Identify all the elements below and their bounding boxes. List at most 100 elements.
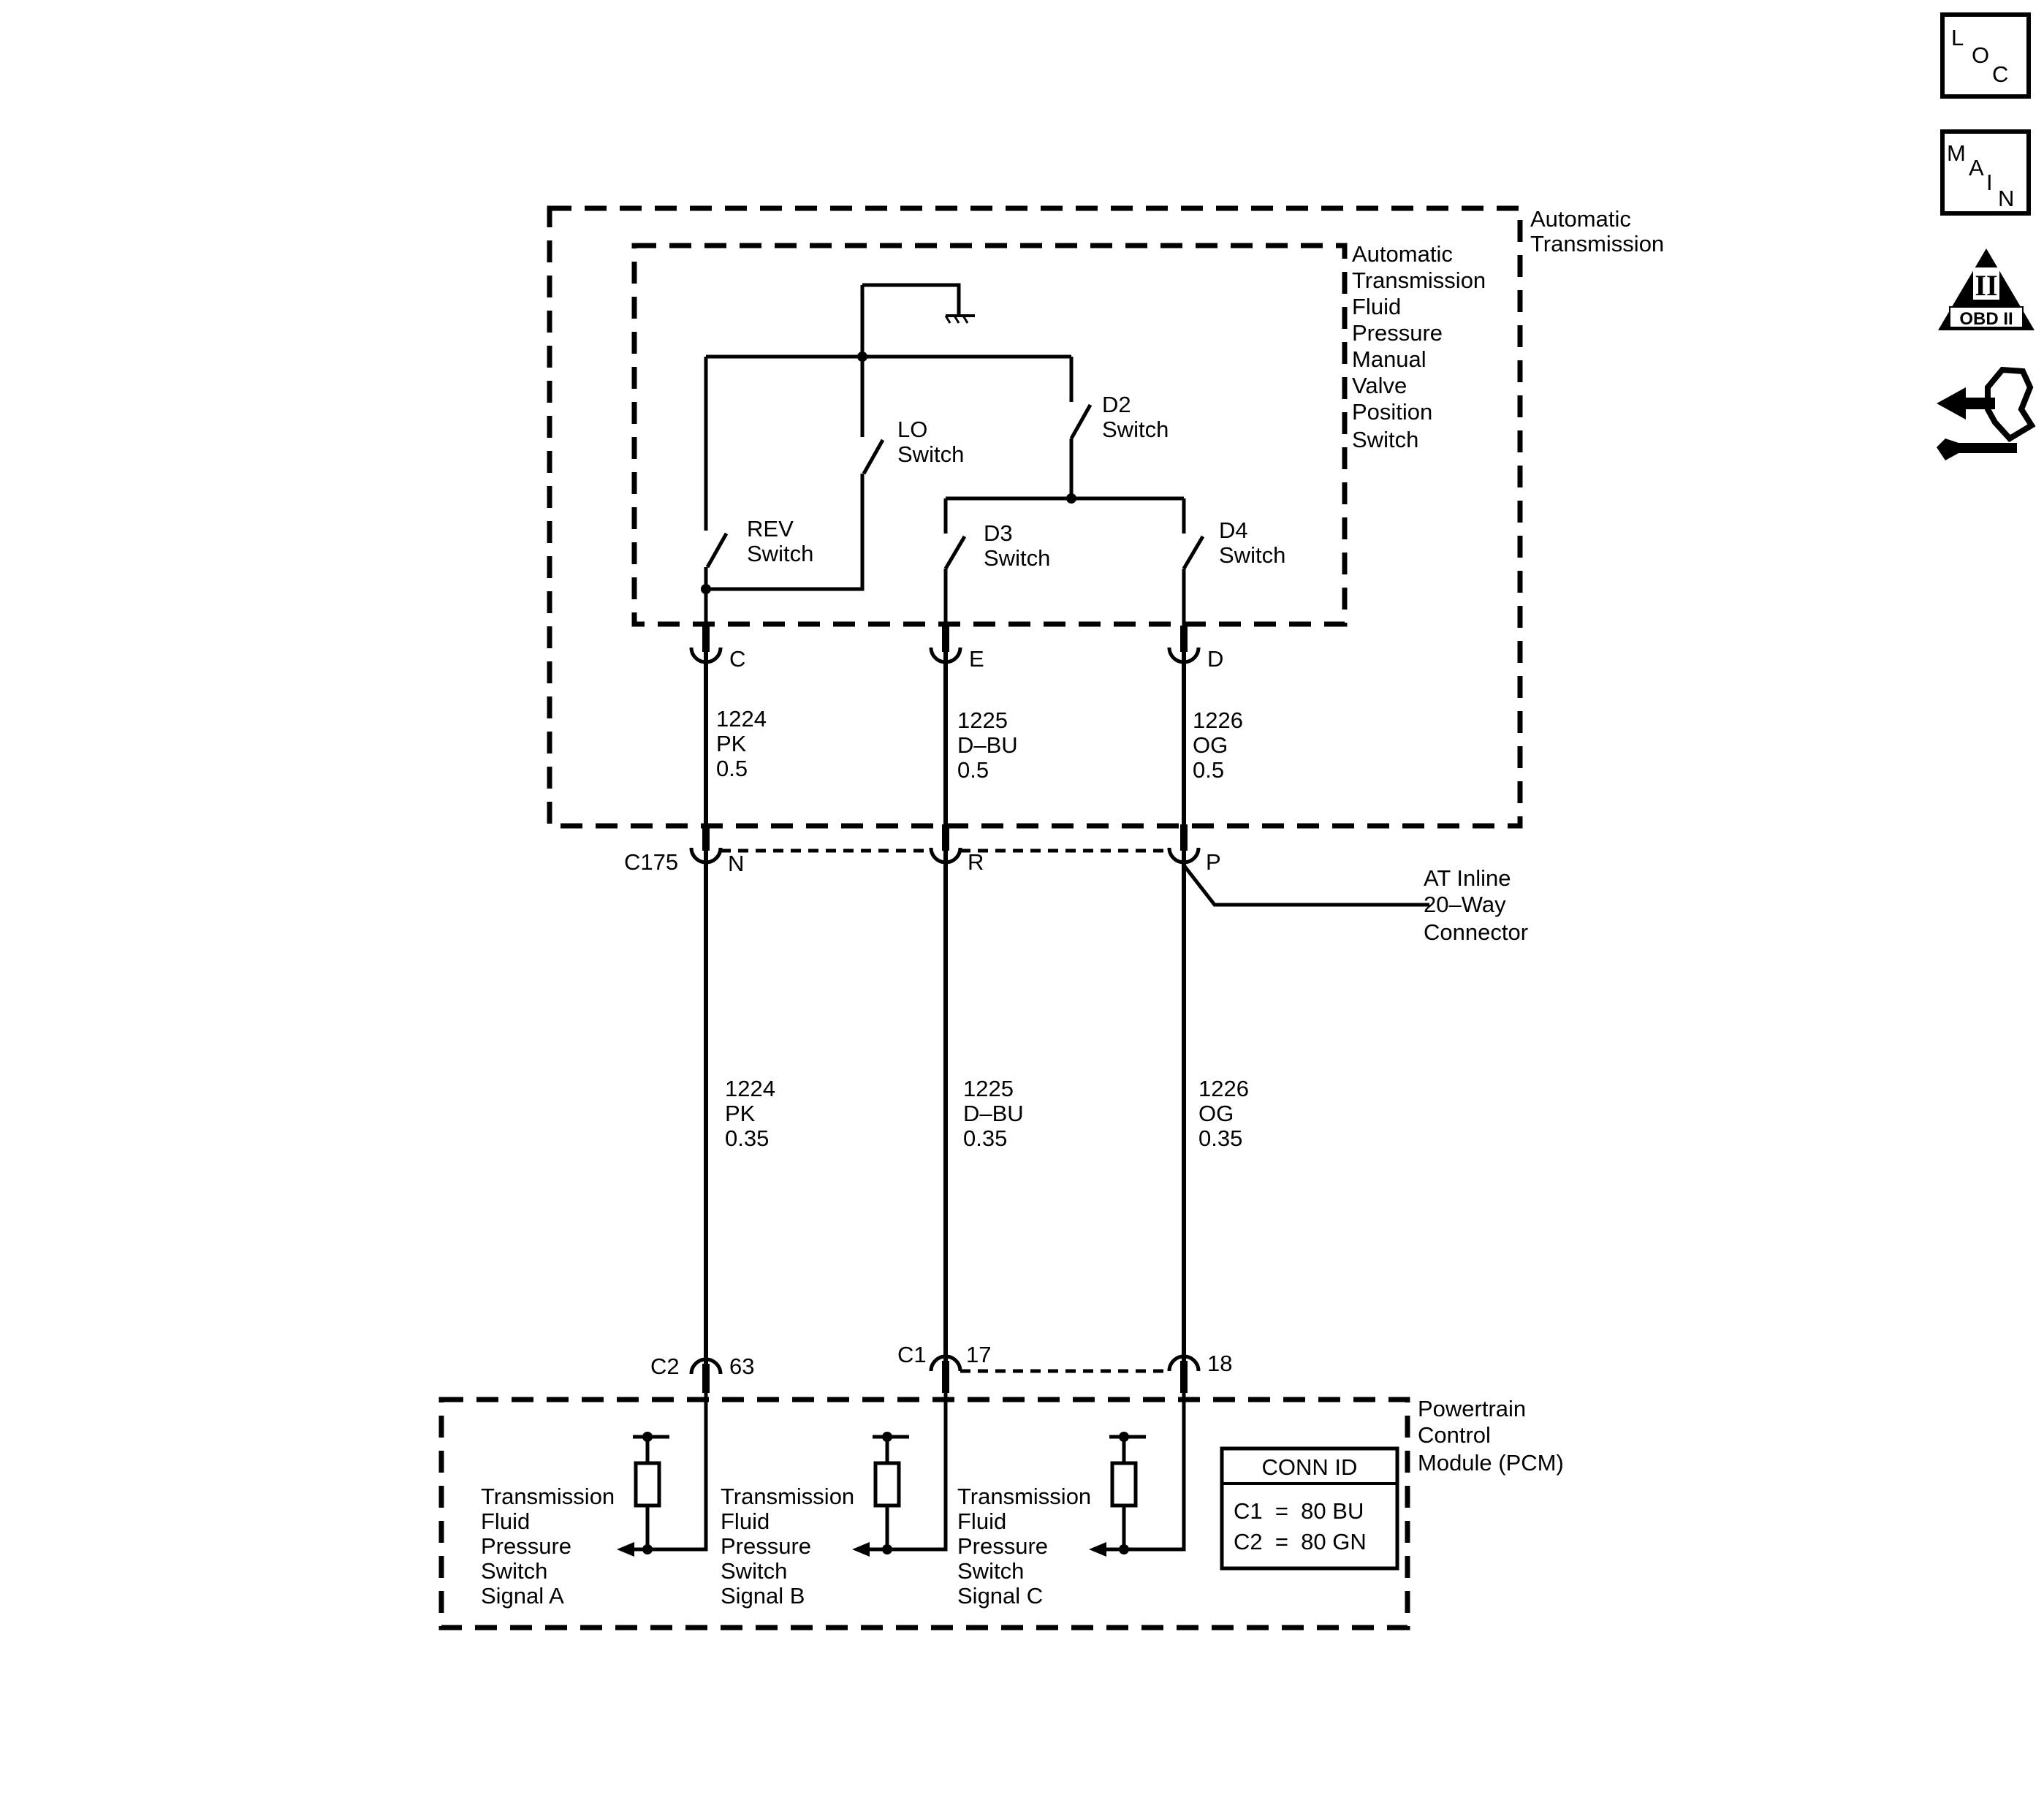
svg-text:Switch: Switch — [1219, 542, 1285, 568]
svg-text:Transmission: Transmission — [1352, 267, 1486, 293]
pressure-switch-boundary — [631, 243, 1348, 627]
svg-text:18: 18 — [1207, 1351, 1232, 1376]
svg-text:D–BU: D–BU — [963, 1101, 1024, 1126]
svg-text:E: E — [969, 646, 984, 672]
svg-text:Switch: Switch — [481, 1558, 547, 1584]
d2-switch-label: D2 Switch — [1102, 392, 1169, 442]
wire-label-1225-lower: 1225 D–BU 0.35 — [963, 1076, 1024, 1151]
svg-text:0.35: 0.35 — [963, 1125, 1007, 1151]
svg-text:Automatic: Automatic — [1352, 241, 1453, 267]
svg-text:20–Way: 20–Way — [1424, 892, 1506, 917]
svg-text:Switch: Switch — [1102, 417, 1169, 442]
svg-text:Fluid: Fluid — [481, 1508, 530, 1534]
loc-button[interactable]: L O C — [1940, 12, 2031, 99]
inline-connector-leader — [1182, 864, 1429, 907]
svg-text:Pressure: Pressure — [481, 1533, 571, 1559]
wire-label-1224-lower: 1224 PK 0.35 — [725, 1076, 775, 1151]
conn-id-row: C1 = 80 BU — [1234, 1498, 1364, 1524]
svg-text:Signal B: Signal B — [721, 1583, 805, 1609]
svg-text:Signal A: Signal A — [481, 1583, 564, 1609]
obd-label: OBD II — [1959, 309, 2013, 329]
d3-switch — [943, 498, 967, 629]
switch-assembly-label: Automatic Transmission Fluid Pressure Ma… — [1352, 241, 1486, 452]
wire-label-1226-upper: 1226 OG 0.5 — [1193, 707, 1243, 783]
svg-text:63: 63 — [729, 1353, 754, 1379]
loc-letter-o: O — [1972, 42, 1989, 68]
svg-text:Automatic: Automatic — [1530, 206, 1631, 232]
svg-text:Position: Position — [1352, 399, 1432, 425]
signal-b-label: Transmission Fluid Pressure Switch Signa… — [721, 1484, 854, 1609]
c175-pin-r: R — [929, 824, 984, 875]
svg-text:P: P — [1206, 849, 1221, 875]
svg-text:Transmission: Transmission — [1530, 231, 1664, 257]
svg-text:0.5: 0.5 — [957, 757, 989, 783]
c175-pin-n: N — [689, 824, 744, 876]
trans-connector-pin-c: C — [689, 626, 745, 672]
svg-text:Switch: Switch — [721, 1558, 787, 1584]
pcm-c1-pin-17: C1 17 — [897, 1342, 991, 1393]
svg-text:Pressure: Pressure — [1352, 320, 1443, 346]
svg-text:Switch: Switch — [1352, 427, 1418, 452]
svg-text:Signal C: Signal C — [957, 1583, 1043, 1609]
svg-text:C2: C2 — [650, 1353, 680, 1379]
svg-text:17: 17 — [966, 1342, 991, 1367]
loc-letter-c: C — [1992, 61, 2008, 87]
svg-text:Switch: Switch — [957, 1558, 1024, 1584]
wire-label-1225-upper: 1225 D–BU 0.5 — [957, 707, 1018, 783]
svg-text:Module (PCM): Module (PCM) — [1418, 1450, 1564, 1476]
rev-switch-label: REV Switch — [747, 516, 813, 566]
svg-text:REV: REV — [747, 516, 794, 542]
svg-text:LO: LO — [897, 417, 927, 442]
svg-text:Valve: Valve — [1352, 373, 1407, 398]
svg-text:AT Inline: AT Inline — [1424, 865, 1511, 891]
automatic-transmission-boundary — [547, 205, 1523, 829]
svg-text:Manual: Manual — [1352, 346, 1426, 372]
d2-junction — [1066, 493, 1076, 504]
c175-pin-p: P — [1167, 824, 1221, 875]
svg-text:D: D — [1207, 646, 1223, 672]
svg-text:C: C — [729, 646, 745, 672]
svg-text:Transmission: Transmission — [957, 1484, 1091, 1509]
main-letter-n: N — [1998, 186, 2014, 211]
svg-text:0.35: 0.35 — [1198, 1125, 1242, 1151]
signal-c-label: Transmission Fluid Pressure Switch Signa… — [957, 1484, 1091, 1609]
c175-label: C175 — [624, 849, 678, 875]
d4-switch-label: D4 Switch — [1219, 517, 1285, 568]
main-letter-a: A — [1969, 155, 1984, 181]
main-letter-i: I — [1986, 170, 1993, 195]
wire-label-1224-upper: 1224 PK 0.5 — [716, 706, 767, 781]
ground-lead — [862, 283, 961, 316]
conn-id-row: C2 = 80 GN — [1234, 1529, 1367, 1554]
svg-text:Switch: Switch — [984, 545, 1050, 571]
conn-id-table: CONN ID C1 = 80 BU C2 = 80 GN — [1220, 1446, 1399, 1571]
signal-a-label: Transmission Fluid Pressure Switch Signa… — [481, 1484, 615, 1609]
svg-text:1225: 1225 — [963, 1076, 1014, 1101]
d3-switch-label: D3 Switch — [984, 520, 1050, 571]
svg-text:1224: 1224 — [716, 706, 767, 732]
main-letter-m: M — [1947, 140, 1966, 166]
svg-text:OG: OG — [1198, 1101, 1234, 1126]
obd-numeral: II — [1975, 269, 1997, 302]
svg-text:1225: 1225 — [957, 707, 1008, 733]
svg-text:0.35: 0.35 — [725, 1125, 769, 1151]
svg-text:Connector: Connector — [1424, 919, 1528, 945]
svg-text:Transmission: Transmission — [481, 1484, 615, 1509]
svg-text:D3: D3 — [984, 520, 1013, 546]
svg-text:D2: D2 — [1102, 392, 1131, 417]
diagnostic-tools-icon[interactable] — [1937, 366, 2036, 460]
automatic-transmission-label: Automatic Transmission — [1530, 206, 1664, 257]
lo-switch-label: LO Switch — [897, 417, 964, 467]
svg-text:1226: 1226 — [1193, 707, 1243, 733]
svg-text:C1: C1 — [897, 1342, 927, 1367]
main-button[interactable]: M A I N — [1940, 129, 2031, 216]
svg-text:Fluid: Fluid — [721, 1508, 770, 1534]
trans-connector-pin-e: E — [929, 626, 984, 672]
obd-ii-button[interactable]: II OBD II — [1938, 248, 2034, 330]
svg-text:Fluid: Fluid — [957, 1508, 1006, 1534]
pcm-circuit-a — [617, 1393, 708, 1557]
pcm-label: Powertrain Control Module (PCM) — [1418, 1396, 1564, 1476]
pcm-c2-pin-63: C2 63 — [650, 1353, 754, 1393]
loc-letter-l: L — [1951, 25, 1964, 50]
svg-text:Switch: Switch — [897, 441, 964, 467]
